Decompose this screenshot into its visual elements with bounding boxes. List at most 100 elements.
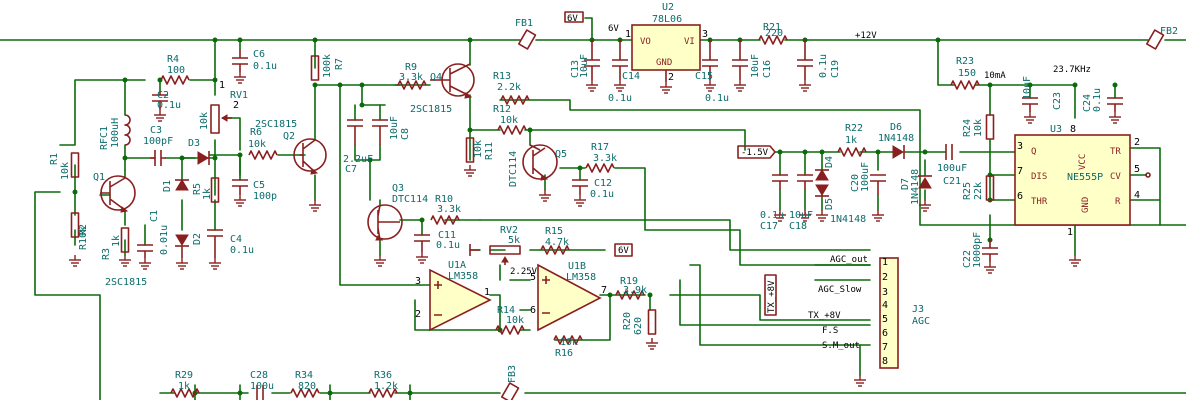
q2-value: 2SC1815: [255, 119, 297, 130]
r17-value: 3.3k: [593, 153, 617, 164]
net-minus15v: -1.5V: [741, 148, 769, 158]
r10-value: 3.3k: [437, 204, 461, 215]
c17-ref: C17: [760, 221, 778, 232]
rv1-pin1: 1: [219, 80, 225, 91]
capacitor-c3: [150, 150, 166, 166]
u3-pin-dis: DIS: [1031, 172, 1047, 182]
rfc1-ref: RFC1: [99, 126, 110, 150]
resistor-r20: [647, 309, 657, 335]
diode-d3: [197, 151, 210, 165]
u1b-ref: U1B: [568, 261, 586, 272]
c12-value: 0.1u: [590, 189, 614, 200]
r15-value: 4.7k: [545, 237, 569, 248]
j3-pin6: 6: [882, 328, 888, 339]
diode-d5: [815, 184, 829, 197]
u2-pin-gnd: GND: [656, 58, 672, 68]
r25-value: 22k: [973, 182, 984, 200]
c21-ref: C21: [943, 176, 961, 187]
capacitor-c23: [1022, 97, 1038, 124]
capacitor-c1: [137, 244, 153, 270]
net-225v: 2.25V: [510, 267, 538, 277]
r4-ref: R4: [167, 54, 179, 65]
d5-value: 1N4148: [830, 214, 866, 225]
c6-value: 0.1u: [253, 61, 277, 72]
net-plus12v: +12V: [855, 31, 877, 41]
c22-ref: C22: [962, 250, 973, 268]
j3-pin3: 3: [882, 287, 888, 298]
net-smout: S.M_out: [822, 341, 860, 351]
q1-value: 2SC1815: [105, 277, 147, 288]
capacitors-regulator: [584, 40, 813, 94]
c15-ref: C15: [695, 71, 713, 82]
r2-value: R10k: [78, 226, 89, 250]
u3-pin6: 6: [1017, 191, 1023, 202]
r10-ref: R10: [435, 194, 453, 205]
c19-value: 0.1u: [818, 54, 829, 78]
u1b-pin7: 7: [601, 285, 607, 296]
c2-ref: C2: [157, 90, 169, 101]
net-10ma: 10mA: [984, 71, 1006, 81]
net-6v-flag: 6V: [567, 14, 578, 24]
labels: FB1 FB2 FB3 6V 6V U2 78L06 VO VI GND 1 3…: [49, 2, 1178, 392]
net-flag-tx8v: [764, 274, 777, 316]
rv1-value: 10k: [199, 112, 210, 130]
d2-ref: D2: [192, 233, 203, 245]
r2-ref: R2: [78, 224, 89, 236]
c28-ref: C28: [250, 370, 268, 381]
d3-ref: D3: [188, 138, 200, 149]
u2-value: 78L06: [652, 14, 682, 25]
r6-ref: R6: [250, 127, 262, 138]
c17-value: 0.1u: [760, 210, 784, 221]
r34-value: 820: [298, 381, 316, 392]
c19-ref: C19: [830, 60, 841, 78]
c3-value: 100pF: [143, 136, 173, 147]
rv1-pin2: 2: [233, 100, 239, 111]
u3-pin-tr: TR: [1110, 147, 1121, 157]
r13-value: 2.2k: [497, 82, 521, 93]
r22-ref: R22: [845, 123, 863, 134]
timer-u3: [1014, 134, 1131, 226]
c23-value: 10uF: [1022, 76, 1033, 100]
r20-ref: R20: [622, 312, 633, 330]
c20-ref: C20: [850, 174, 861, 192]
r16-value: 10k: [560, 337, 578, 348]
c15-value: 0.1u: [705, 93, 729, 104]
r17-ref: R17: [591, 142, 609, 153]
diode-d1: [175, 179, 189, 191]
c5-value: 100p: [253, 191, 277, 202]
q4-ref: Q4: [430, 72, 442, 83]
transistor-q4: [430, 63, 475, 99]
diode-d7: [918, 175, 932, 189]
q5-ref: Q5: [555, 149, 567, 160]
capacitor-c11: [414, 234, 430, 264]
c24-ref: C24: [1082, 94, 1093, 112]
u1b-pin5: 5: [530, 272, 536, 283]
r29-ref: R29: [175, 370, 193, 381]
u3-ref: U3: [1050, 124, 1062, 135]
r24-ref: R24: [962, 119, 973, 137]
u3-pin7: 7: [1017, 166, 1023, 177]
transistor-q2: [293, 138, 327, 175]
connector-j3: [879, 257, 899, 369]
net-6v-flag-b: 6V: [618, 246, 629, 256]
capacitor-c21: [945, 144, 953, 160]
c13-ref: C13: [570, 60, 581, 78]
d4-ref: D4: [824, 156, 835, 168]
ferrite-bead-fb1: [518, 29, 537, 50]
capacitor-c2: [152, 92, 168, 122]
j3-value: AGC: [912, 316, 930, 327]
u3-pin-vcc: VCC: [1078, 154, 1088, 170]
r20-value: 620: [633, 317, 644, 335]
j3-pin7: 7: [882, 342, 888, 353]
r6-value: 10k: [248, 139, 266, 150]
c16-ref: C16: [762, 60, 773, 78]
u3-pin4: 4: [1134, 190, 1140, 201]
r16-ref: R16: [555, 348, 573, 359]
c18-ref: C18: [789, 221, 807, 232]
potentiometer-rv2: [469, 244, 521, 265]
r36-value: 1.2k: [374, 381, 398, 392]
opamp-u1b: [537, 263, 602, 332]
u2-pin2: 2: [668, 72, 674, 83]
net-fs: F.S: [822, 326, 838, 336]
c18-value: 10uF: [789, 210, 813, 221]
